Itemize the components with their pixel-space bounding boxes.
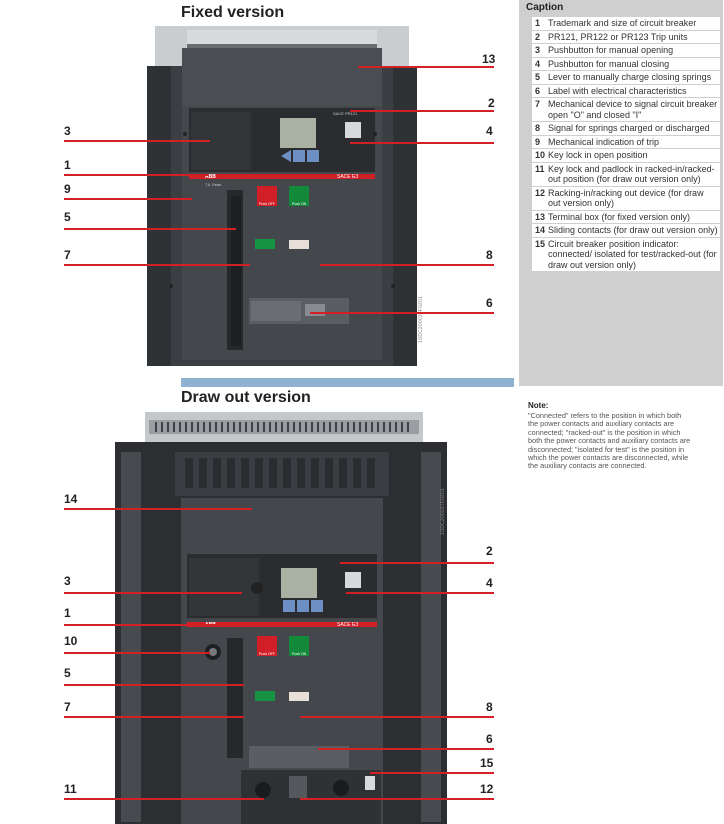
push-on-button <box>289 186 309 206</box>
draw-push-on-button <box>289 636 309 656</box>
callout-7-draw: 7 <box>64 700 71 714</box>
callout-6-draw: 6 <box>486 732 493 746</box>
svg-text:Push ON: Push ON <box>292 202 307 206</box>
callout-2-fixed: 2 <box>488 96 495 110</box>
draw-front-plate <box>181 498 383 824</box>
fixed-photo-code: 1SDC200038F0201 <box>418 296 424 344</box>
callout-10-draw: 10 <box>64 634 78 648</box>
section-divider-bar <box>181 378 514 387</box>
callout-3-draw: 3 <box>64 574 71 588</box>
draw-out-photo-code: 1SDC200037F0201 <box>440 488 446 536</box>
callout-1-fixed: 1 <box>64 158 71 172</box>
callout-7-fixed: 7 <box>64 248 71 262</box>
svg-text:SACE E3: SACE E3 <box>337 174 358 180</box>
fixed-version-heading: Fixed version <box>181 4 285 21</box>
callout-4-draw: 4 <box>486 576 493 590</box>
callout-2-draw: 2 <box>486 544 493 558</box>
callout-9-fixed: 9 <box>64 182 71 196</box>
svg-text:Push ON: Push ON <box>292 652 307 656</box>
push-off-button <box>257 186 277 206</box>
open-closed-indicator <box>255 239 275 249</box>
svg-text:SACE E3: SACE E3 <box>337 622 358 628</box>
draw-trip-display <box>281 568 317 598</box>
callout-8-draw: 8 <box>486 700 493 714</box>
note-text: "Connected" refers to the position in wh… <box>528 411 691 471</box>
fixed-breaker-photo: SACE PR121 ABB SACE E3 T.U. Reset Push O… <box>147 26 417 366</box>
callout-6-fixed: 6 <box>486 296 493 310</box>
svg-text:SACE PR121: SACE PR121 <box>333 111 358 116</box>
springs-indicator <box>289 240 309 249</box>
racking-device <box>289 776 307 798</box>
draw-push-off-button <box>257 636 277 656</box>
callout-15-draw: 15 <box>480 756 494 770</box>
callout-11-draw: 11 <box>64 782 77 796</box>
callout-3-fixed: 3 <box>64 124 71 138</box>
callout-13-fixed: 13 <box>482 52 496 66</box>
callout-12-draw: 12 <box>480 782 494 796</box>
callout-5-draw: 5 <box>64 666 71 680</box>
draw-out-version-heading: Draw out version <box>181 389 311 406</box>
position-indicator <box>365 776 375 790</box>
svg-text:Push OFF: Push OFF <box>259 202 275 206</box>
svg-text:Push OFF: Push OFF <box>259 652 275 656</box>
trademark-band <box>189 174 375 179</box>
callout-1-draw: 1 <box>64 606 71 620</box>
racked-key-lock <box>255 782 271 798</box>
callout-14-draw: 14 <box>64 492 78 506</box>
draw-out-breaker-photo: ABB SACE E3 Push OFF Push ON <box>115 412 447 824</box>
caption-title: Caption <box>526 2 564 13</box>
note-title: Note: <box>528 401 549 410</box>
callout-8-fixed: 8 <box>486 248 493 262</box>
svg-text:ABB: ABB <box>205 174 216 180</box>
callout-5-fixed: 5 <box>64 210 71 224</box>
callout-4-fixed: 4 <box>486 124 493 138</box>
svg-text:T.U. Reset: T.U. Reset <box>205 183 221 187</box>
trip-unit-display <box>280 118 316 148</box>
